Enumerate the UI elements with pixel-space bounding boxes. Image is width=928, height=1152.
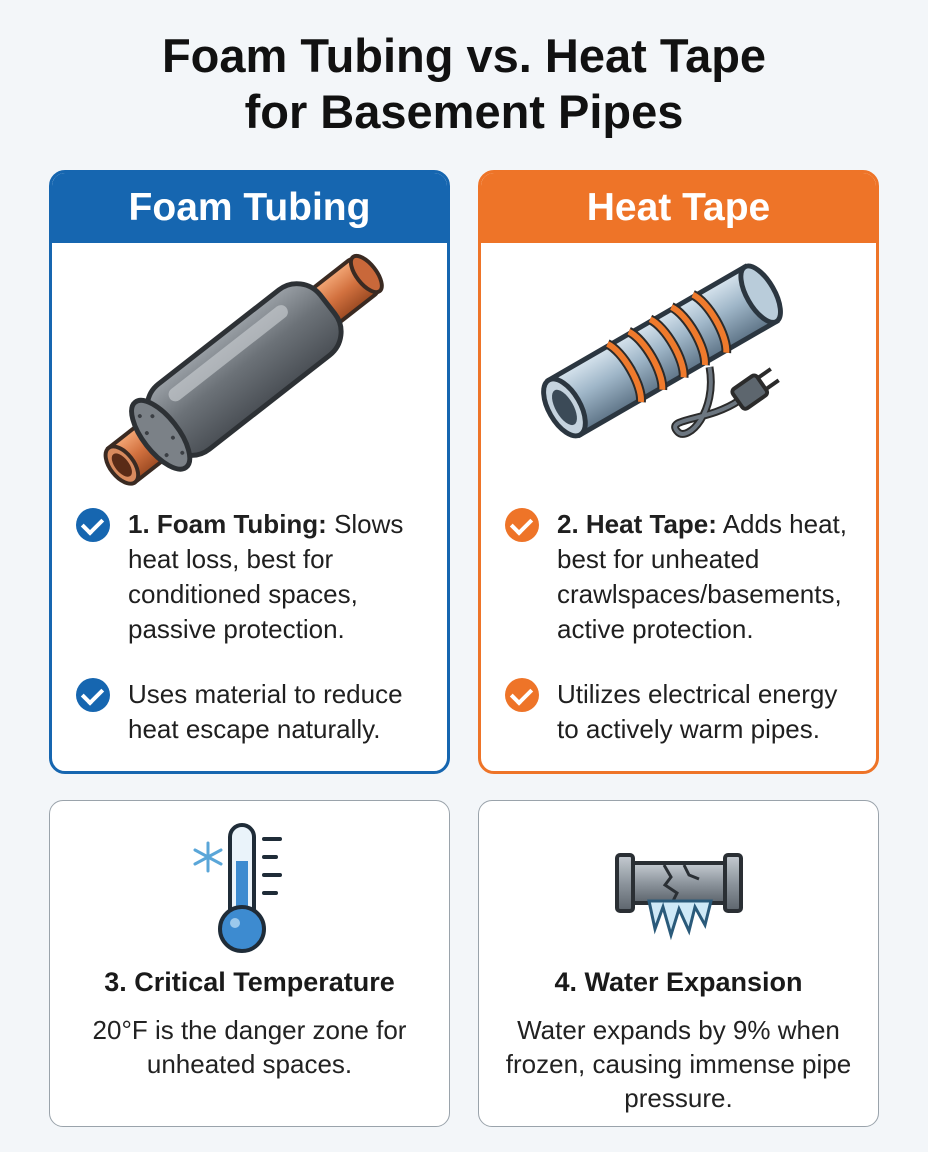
heat-bullet-1-text: 2. Heat Tape: Adds heat, best for unheat… — [557, 507, 866, 647]
water-expansion-body: Water expands by 9% when frozen, causing… — [505, 1015, 852, 1113]
water-expansion-title: 4. Water Expansion — [554, 967, 803, 997]
critical-temperature-body: 20°F is the danger zone for unheated spa… — [92, 1015, 407, 1079]
heat-tape-header: Heat Tape — [481, 173, 876, 243]
foam-bullet-2: Uses material to reduce heat escape natu… — [76, 677, 437, 747]
heat-bullet-1-label: 2. Heat Tape: — [557, 509, 717, 539]
check-icon — [505, 678, 539, 712]
foam-tubing-card: Foam Tubing — [49, 170, 450, 774]
heat-bullet-2-text: Utilizes electrical energy to actively w… — [557, 679, 838, 744]
heat-tape-pipe-icon — [541, 263, 783, 439]
title-line-1: Foam Tubing vs. Heat Tape — [161, 29, 767, 82]
heat-bullet-1: 2. Heat Tape: Adds heat, best for unheat… — [505, 507, 866, 647]
foam-bullet-1-text: 1. Foam Tubing: Slows heat loss, best fo… — [128, 507, 437, 647]
critical-temperature-card: 3. Critical Temperature 20°F is the dang… — [49, 800, 450, 1127]
heat-bullet-1-desc: Adds heat, best for unheated crawlspaces… — [557, 509, 848, 644]
check-icon — [505, 508, 539, 542]
foam-bullet-1-desc: Slows heat loss, best for conditioned sp… — [128, 509, 404, 644]
foam-tubing-header: Foam Tubing — [52, 173, 447, 243]
insulated-pipe-icon — [103, 253, 384, 486]
foam-bullet-1: 1. Foam Tubing: Slows heat loss, best fo… — [76, 507, 437, 647]
thermometer-snowflake-icon — [193, 823, 282, 953]
foam-bullet-2-text: Uses material to reduce heat escape natu… — [128, 679, 403, 744]
check-icon — [76, 678, 110, 712]
frozen-burst-pipe-icon — [615, 853, 743, 941]
heat-bullet-2: Utilizes electrical energy to actively w… — [505, 677, 866, 747]
critical-temperature-title: 3. Critical Temperature — [104, 967, 395, 997]
check-icon — [76, 508, 110, 542]
heat-tape-card: Heat Tape — [478, 170, 879, 774]
foam-bullet-1-label: 1. Foam Tubing: — [128, 509, 327, 539]
title-line-2: for Basement Pipes — [244, 85, 684, 138]
page-title: Foam Tubing vs. Heat Tape for Basement P… — [0, 28, 928, 140]
water-expansion-card: 4. Water Expansion Water expands by 9% w… — [478, 800, 879, 1127]
